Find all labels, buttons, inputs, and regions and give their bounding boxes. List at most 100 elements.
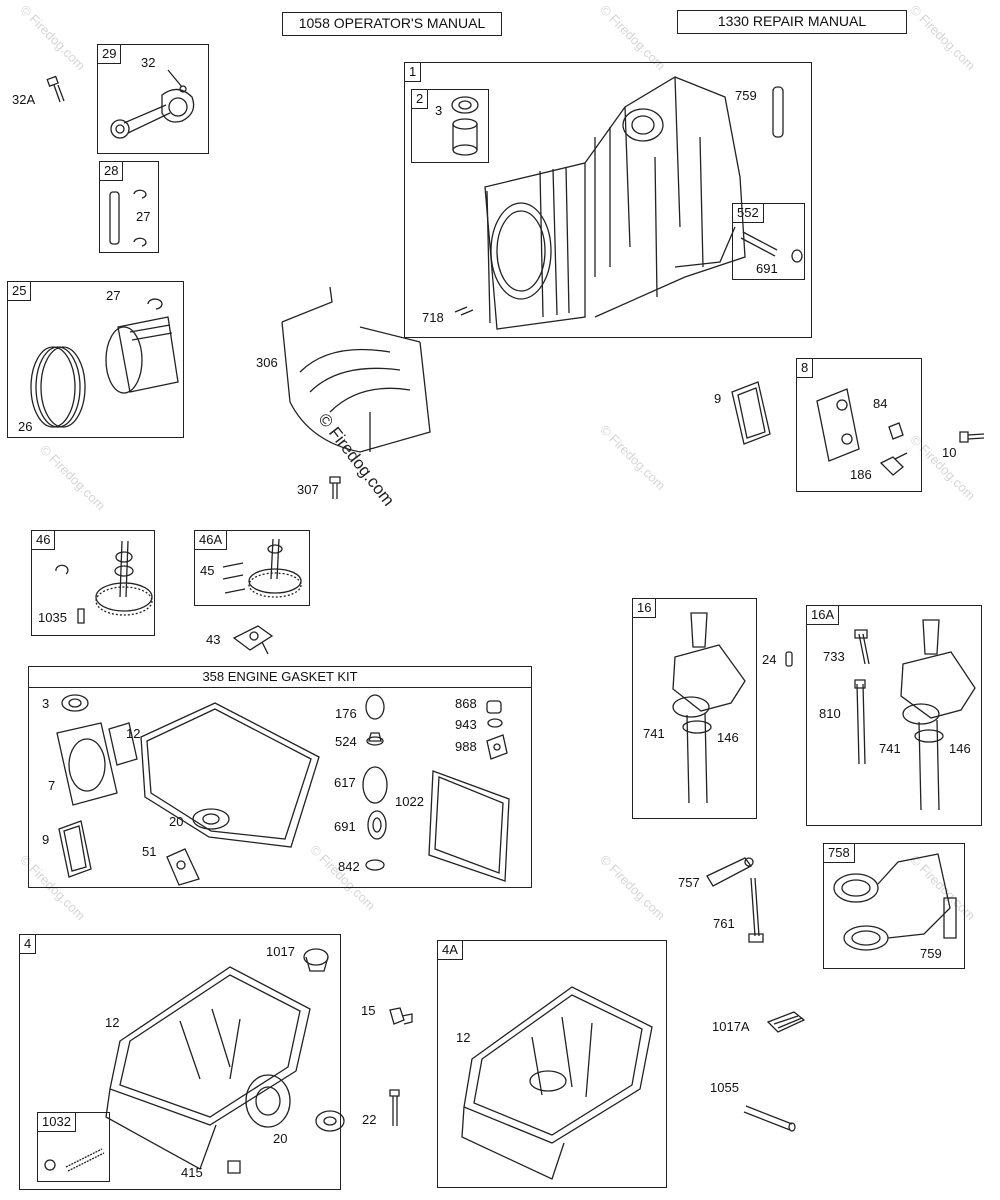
part-label[interactable]: 51 — [142, 844, 157, 859]
part-label[interactable]: 12 — [105, 1015, 120, 1030]
part-box-tag: 28 — [99, 161, 124, 181]
screw-drawing — [958, 428, 988, 446]
sump-drawing — [452, 967, 664, 1183]
part-box-2[interactable]: 2 3 — [411, 89, 489, 163]
watermark-faint: © Firedog.com — [37, 441, 109, 514]
part-label[interactable]: 741 — [643, 726, 665, 741]
valve-drawing — [764, 1008, 808, 1036]
part-label[interactable]: 733 — [823, 649, 845, 664]
part-box-28[interactable]: 28 27 — [99, 161, 159, 253]
part-label[interactable]: 306 — [256, 355, 278, 370]
part-label[interactable]: 12 — [126, 726, 141, 741]
part-label[interactable]: 617 — [334, 775, 356, 790]
cylinder-block-drawing — [445, 67, 735, 335]
part-label[interactable]: 27 — [106, 288, 121, 303]
part-box-758[interactable]: 758 759 — [823, 843, 965, 969]
part-box-tag: 29 — [97, 44, 122, 64]
part-label[interactable]: 524 — [335, 734, 357, 749]
part-box-8[interactable]: 8 84 186 — [796, 358, 922, 492]
part-label[interactable]: 810 — [819, 706, 841, 721]
part-label[interactable]: 1017 — [266, 944, 295, 959]
part-box-16[interactable]: 16 741 146 — [632, 598, 757, 819]
part-box-552[interactable]: 552 691 — [732, 203, 805, 280]
part-box-25[interactable]: 25 27 26 — [7, 281, 184, 438]
watermark-faint: © Firedog.com — [907, 1, 979, 74]
part-label[interactable]: 1055 — [710, 1080, 739, 1095]
part-label[interactable]: 84 — [873, 396, 888, 411]
part-box-1[interactable]: 1 2 3 759 552 691 718 — [404, 62, 812, 338]
part-label[interactable]: 759 — [735, 88, 757, 103]
part-label[interactable]: 1022 — [395, 794, 424, 809]
part-box-4a[interactable]: 4A 12 — [437, 940, 667, 1188]
part-label[interactable]: 15 — [361, 1003, 376, 1018]
breather-cover-drawing — [807, 383, 915, 479]
part-label[interactable]: 307 — [297, 482, 319, 497]
part-label[interactable]: 32A — [12, 92, 36, 107]
part-label[interactable]: 1017A — [712, 1019, 750, 1034]
part-box-tag: 552 — [732, 203, 764, 223]
part-label[interactable]: 868 — [455, 696, 477, 711]
part-label[interactable]: 1035 — [38, 610, 67, 625]
part-label[interactable]: 988 — [455, 739, 477, 754]
part-label[interactable]: 3 — [42, 696, 50, 711]
part-label[interactable]: 24 — [762, 652, 777, 667]
part-label[interactable]: 757 — [678, 875, 700, 890]
screw-drawing — [327, 475, 343, 501]
part-label[interactable]: 186 — [850, 467, 872, 482]
part-label[interactable]: 22 — [362, 1112, 377, 1127]
part-label[interactable]: 9 — [42, 832, 50, 847]
piston-drawing — [18, 292, 178, 427]
part-label[interactable]: 943 — [455, 717, 477, 732]
pin-drawing — [742, 1098, 798, 1132]
connecting-rod-drawing — [106, 65, 201, 145]
part-box-tag: 16 — [632, 598, 657, 618]
part-label[interactable]: 45 — [200, 563, 215, 578]
sump-drawing — [80, 949, 340, 1185]
repair-manual-header[interactable]: 1330 REPAIR MANUAL — [677, 10, 907, 34]
breather-tube-drawing — [737, 226, 803, 266]
part-label[interactable]: 415 — [181, 1165, 203, 1180]
part-label[interactable]: 146 — [717, 730, 739, 745]
part-label[interactable]: 176 — [335, 706, 357, 721]
part-label[interactable]: 43 — [206, 632, 221, 647]
part-label[interactable]: 146 — [949, 741, 971, 756]
governor-drawing — [228, 618, 278, 658]
part-label[interactable]: 20 — [169, 814, 184, 829]
part-label[interactable]: 27 — [136, 209, 151, 224]
blower-housing-drawing — [270, 282, 440, 462]
part-box-29[interactable]: 29 32 — [97, 44, 209, 154]
part-label[interactable]: 12 — [456, 1030, 471, 1045]
watermark-faint: © Firedog.com — [597, 421, 669, 494]
part-box-46a[interactable]: 46A 45 — [194, 530, 310, 606]
wrist-pin-drawing — [104, 186, 156, 248]
part-label[interactable]: 3 — [435, 103, 443, 118]
part-label[interactable]: 842 — [338, 859, 360, 874]
engine-gasket-kit[interactable]: 358 ENGINE GASKET KIT 3 12 7 9 20 51 176… — [28, 666, 532, 888]
bearing-bracket-drawing — [828, 848, 962, 948]
bolt-drawing — [44, 76, 66, 106]
part-box-16a[interactable]: 16A 733 810 741 146 — [806, 605, 982, 826]
watermark-faint: © Firedog.com — [17, 1, 89, 74]
part-label[interactable]: 32 — [141, 55, 156, 70]
part-label[interactable]: 691 — [334, 819, 356, 834]
part-label[interactable]: 741 — [879, 741, 901, 756]
part-box-46[interactable]: 46 1035 — [31, 530, 155, 636]
part-box-tag: 1 — [404, 62, 422, 82]
part-label[interactable]: 718 — [422, 310, 444, 325]
screw-drawing — [387, 1088, 403, 1128]
part-label[interactable]: 691 — [756, 261, 778, 276]
seal-and-bushing-drawing — [447, 94, 485, 158]
operators-manual-header[interactable]: 1058 OPERATOR'S MANUAL — [282, 12, 502, 36]
part-box-tag: 46 — [31, 530, 56, 550]
part-label[interactable]: 26 — [18, 419, 33, 434]
part-label[interactable]: 10 — [942, 445, 957, 460]
part-label[interactable]: 9 — [714, 391, 722, 406]
key-drawing — [784, 650, 794, 668]
part-box-4[interactable]: 4 1017 12 415 20 1032 — [19, 934, 341, 1190]
gasket-set-drawing — [29, 689, 533, 887]
part-label[interactable]: 761 — [713, 916, 735, 931]
part-label[interactable]: 7 — [48, 778, 56, 793]
part-box-1032[interactable]: 1032 — [37, 1112, 110, 1182]
part-label[interactable]: 20 — [273, 1131, 288, 1146]
part-label[interactable]: 759 — [920, 946, 942, 961]
